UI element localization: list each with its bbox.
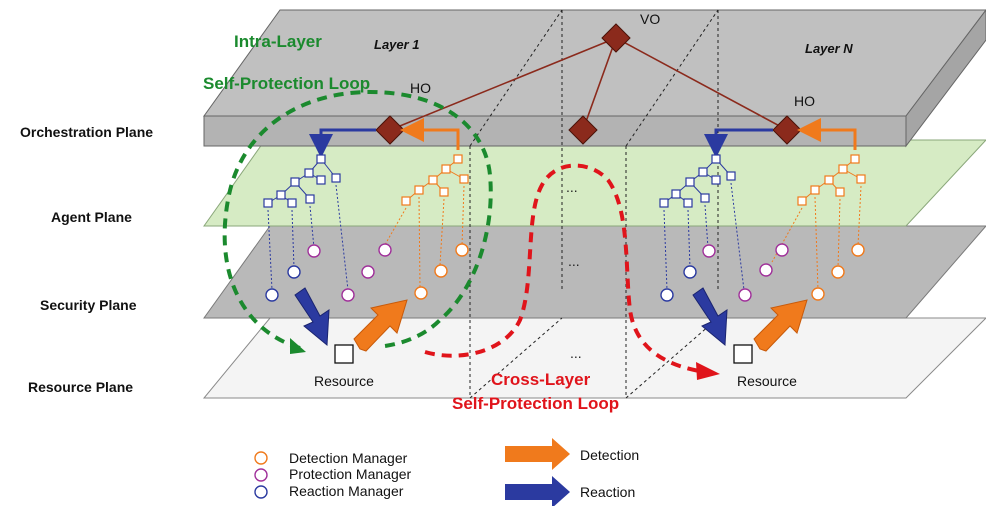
intra-layer-loop xyxy=(222,89,493,350)
security-plane-label: Security Plane xyxy=(40,297,137,313)
legend-detection-manager-icon xyxy=(254,451,268,465)
resource-plane-label: Resource Plane xyxy=(28,379,133,395)
layer-n-label: Layer N xyxy=(805,41,853,56)
legend-detection: Detection xyxy=(580,447,639,463)
legend-reaction: Reaction xyxy=(580,484,635,500)
cross-layer-loop-arrowhead xyxy=(696,362,720,380)
layer-n-reaction-tree xyxy=(659,128,773,291)
legend-reaction-manager: Reaction Manager xyxy=(289,483,404,499)
layer-1-detection-tree xyxy=(381,118,469,289)
vo-label: VO xyxy=(640,11,660,27)
ellipsis-security: ... xyxy=(568,253,580,269)
vo-orchestrator-icon xyxy=(601,23,631,53)
layer-1-reaction-arrow xyxy=(294,287,330,347)
cross-layer-title-line-2: Self-Protection Loop xyxy=(452,394,619,413)
ho-orchestrator-icon-layer-1 xyxy=(375,115,405,145)
vo-links xyxy=(389,37,788,131)
intra-layer-title-line-1: Intra-Layer xyxy=(234,32,322,51)
cross-layer-loop xyxy=(424,163,706,374)
legend: Detection Manager Protection Manager Rea… xyxy=(254,438,639,506)
intra-layer-title-line-2: Self-Protection Loop xyxy=(203,74,370,93)
ellipsis-resource: ... xyxy=(570,345,582,361)
orchestration-plane-label: Orchestration Plane xyxy=(20,124,153,140)
resource-label-layer-n: Resource xyxy=(737,373,797,389)
ho-orchestrator-icon-layer-n xyxy=(772,115,802,145)
intra-layer-loop-arrowhead xyxy=(290,338,306,354)
legend-detection-manager: Detection Manager xyxy=(289,450,408,466)
resource-box-layer-1 xyxy=(334,344,354,364)
legend-reaction-arrow-icon xyxy=(505,476,570,506)
legend-protection-manager: Protection Manager xyxy=(289,466,412,482)
layer-n-detection-arrow xyxy=(753,299,808,352)
resource-label-layer-1: Resource xyxy=(314,373,374,389)
ho-label-layer-1: HO xyxy=(410,80,431,96)
middle-orchestrator-icon xyxy=(568,115,598,145)
legend-detection-arrow-icon xyxy=(505,438,570,470)
layer-1-detection-arrow xyxy=(353,299,408,352)
security-plane xyxy=(203,225,986,319)
ho-label-layer-n: HO xyxy=(794,93,815,109)
layer-n-managers xyxy=(660,243,865,302)
resource-box-layer-n xyxy=(733,344,753,364)
layer-n-detection-tree xyxy=(771,118,866,291)
orchestration-plane-side xyxy=(905,9,986,148)
legend-reaction-manager-icon xyxy=(254,485,268,499)
layer-1-label: Layer 1 xyxy=(374,37,420,52)
ellipsis-agent: ... xyxy=(566,179,578,195)
agent-plane-label: Agent Plane xyxy=(51,209,132,225)
layer-n-reaction-arrow xyxy=(692,287,728,347)
layer-1-managers xyxy=(265,243,469,302)
cross-layer-title-line-1: Cross-Layer xyxy=(491,370,591,389)
legend-protection-manager-icon xyxy=(254,468,268,482)
layer-1-reaction-tree xyxy=(263,128,376,291)
